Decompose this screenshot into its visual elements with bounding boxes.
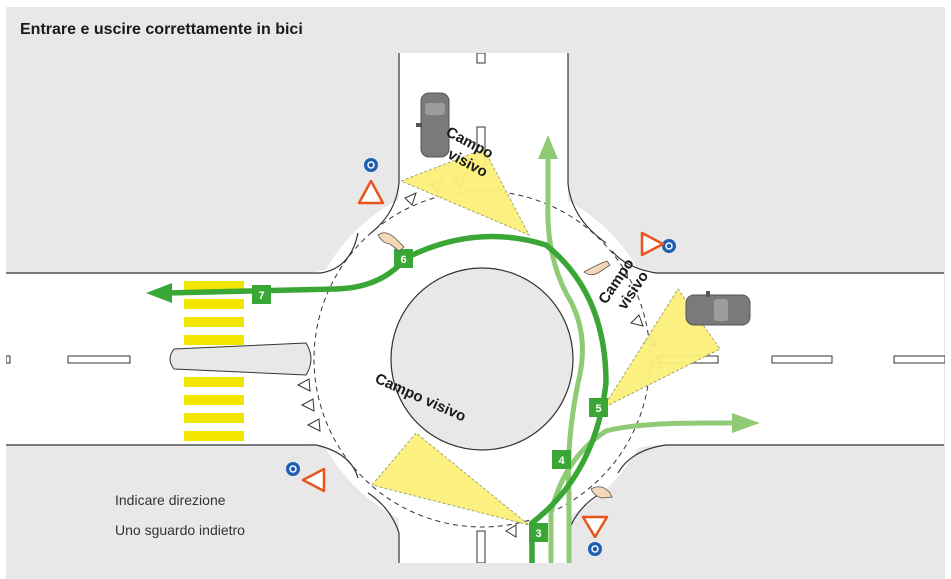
crosswalk bbox=[184, 281, 244, 441]
field-of-view-top bbox=[399, 148, 530, 236]
roundabout-sign-icon bbox=[364, 158, 378, 172]
roundabout-diagram: 3 4 5 6 7 bbox=[6, 53, 945, 563]
note-indicate-direction: Indicare direzione bbox=[115, 492, 226, 508]
direction-arrow-icon bbox=[538, 135, 760, 433]
step-number: 5 bbox=[595, 403, 601, 415]
field-of-view-bottom bbox=[371, 432, 530, 526]
note-look-back: Uno sguardo indietro bbox=[115, 522, 245, 538]
step-number: 3 bbox=[535, 528, 541, 540]
roundabout-sign-icon bbox=[286, 462, 300, 476]
road-edges bbox=[6, 53, 944, 563]
bike-path-main bbox=[163, 233, 609, 563]
central-island bbox=[390, 267, 574, 451]
roundabout-sign-icon bbox=[662, 239, 676, 253]
header-bar: Entrare e uscire correttamente in bici bbox=[6, 7, 945, 53]
step-marker: 6 bbox=[394, 249, 413, 268]
step-marker: 5 bbox=[589, 398, 608, 417]
direction-arrow-icon bbox=[146, 283, 172, 303]
splitter-island bbox=[169, 342, 312, 376]
step-marker: 7 bbox=[252, 285, 271, 304]
step-marker: 3 bbox=[529, 523, 548, 542]
figure-title: Entrare e uscire correttamente in bici bbox=[20, 21, 303, 38]
roundabout-sign-icon bbox=[588, 542, 602, 556]
car-icon bbox=[685, 291, 751, 326]
step-number: 4 bbox=[558, 455, 565, 467]
step-number: 6 bbox=[400, 254, 406, 266]
yield-sign-icon bbox=[301, 179, 665, 539]
hand-signal-icon bbox=[377, 232, 613, 499]
footer-bar bbox=[6, 563, 945, 579]
step-marker: 4 bbox=[552, 450, 571, 469]
step-number: 7 bbox=[258, 290, 264, 302]
car-icon bbox=[416, 92, 450, 158]
